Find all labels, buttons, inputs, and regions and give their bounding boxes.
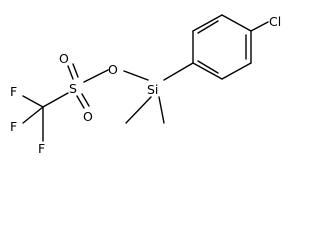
s-o-double-bond-bottom — [76, 95, 85, 109]
benzene-ring — [192, 14, 252, 80]
si-methyl-bond-left — [125, 96, 152, 124]
oxo-oxygen-top-atom-label: O — [59, 51, 69, 66]
sulfur-atom-label: S — [69, 81, 77, 96]
si-o-bond — [123, 70, 149, 81]
si-methyl-bond-right — [158, 96, 165, 124]
s-c-bond — [42, 92, 69, 108]
chemical-structure-diagram: Cl Si O S O O F F F — [10, 14, 281, 156]
silicon-atom-label: Si — [147, 82, 158, 97]
c-f-bond-top — [22, 95, 44, 108]
oxo-oxygen-bottom-atom-label: O — [83, 109, 93, 124]
fluorine-left-atom-label: F — [10, 119, 17, 134]
ester-oxygen-atom-label: O — [108, 62, 118, 77]
c-f-bond-left — [22, 106, 44, 124]
c-cl-bond — [250, 21, 269, 32]
fluorine-top-atom-label: F — [10, 84, 17, 99]
s-o-double-bond-top — [67, 65, 74, 80]
chlorine-atom-label: Cl — [269, 14, 281, 29]
fluorine-bottom-atom-label: F — [38, 141, 45, 156]
c-si-bond — [163, 62, 194, 81]
o-s-bond — [83, 69, 109, 83]
